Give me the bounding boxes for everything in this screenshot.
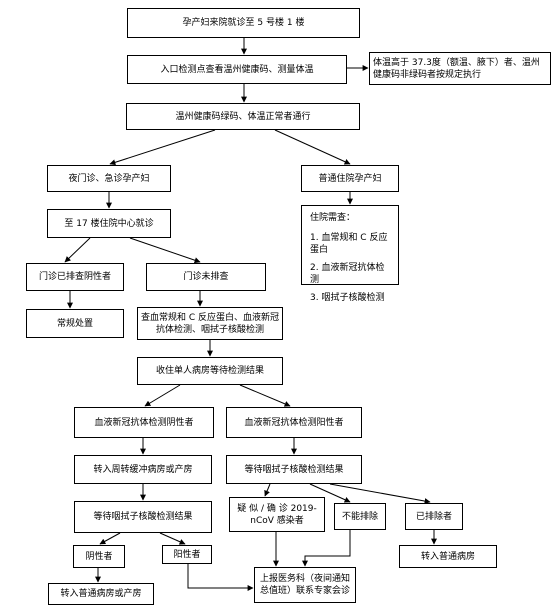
node-night-emergency: 夜门诊、急诊孕产妇 xyxy=(47,165,171,192)
node-antibody-positive: 血液新冠抗体检测阳性者 xyxy=(226,407,362,438)
node-suspected-confirmed: 疑 似 / 确 诊 2019-nCoV 感染者 xyxy=(229,497,325,532)
edge-n7-n9 xyxy=(64,237,91,263)
edge-n18-n20 xyxy=(309,483,351,503)
node-arrival: 孕产妇来院就诊至 5 号楼 1 楼 xyxy=(127,8,360,38)
node-excluded: 已排除者 xyxy=(405,503,463,530)
edge-n18-n19 xyxy=(264,483,271,497)
edge-n13-n15 xyxy=(239,384,291,407)
node-lab-tests: 查血常规和 C 反应蛋白、血液新冠抗体检测、咽拭子核酸检测 xyxy=(137,307,283,340)
node-routine-care: 常规处置 xyxy=(26,309,124,338)
node-wait-swab-result-right: 等待咽拭子核酸检测结果 xyxy=(226,455,362,484)
node-outpatient-not-screened: 门诊未排查 xyxy=(146,263,266,291)
node-antibody-negative: 血液新冠抗体检测阴性者 xyxy=(74,407,214,438)
node-wait-swab-result-left: 等待咽拭子核酸检测结果 xyxy=(74,501,212,533)
node-green-code-normal-temp: 温州健康码绿码、体温正常者通行 xyxy=(126,103,360,130)
edge-n23-n25 xyxy=(187,564,254,591)
node-swab-negative: 阴性者 xyxy=(73,545,125,568)
edge-n4-n5 xyxy=(109,129,216,166)
edge-n7-n10 xyxy=(129,237,201,264)
node-to-general-ward-or-delivery: 转入普通病房或产房 xyxy=(48,583,154,605)
edge-n13-n14 xyxy=(144,384,181,407)
edge-n20-n25 xyxy=(302,530,351,567)
admission-tests-title: 住院需查： xyxy=(310,213,356,223)
node-outpatient-screened-negative: 门诊已排查阴性者 xyxy=(26,263,124,291)
node-cannot-exclude: 不能排除 xyxy=(334,503,386,530)
node-single-room-wait: 收住单人病房等待检测结果 xyxy=(137,357,283,385)
node-floor17-center: 至 17 楼住院中心就诊 xyxy=(47,209,171,238)
edge-n18-n21 xyxy=(329,483,431,504)
node-swab-positive: 阳性者 xyxy=(162,545,212,564)
node-admission-tests: 住院需查： 1. 血常规和 C 反应蛋白 2. 血液新冠抗体检测 3. 咽拭子核… xyxy=(301,205,399,303)
node-report-medical-dept: 上报医务科（夜间通知总值班）联系专家会诊 xyxy=(254,567,356,603)
edge-n17-n22 xyxy=(99,532,121,545)
node-fever-or-nongreen-code: 体温高于 37.3度（额温、腋下）者、温州健康码非绿码者按规定执行 xyxy=(369,52,551,85)
node-to-general-ward: 转入普通病房 xyxy=(399,545,497,568)
edge-n17-n23 xyxy=(159,532,186,545)
node-regular-inpatient: 普通住院孕产妇 xyxy=(301,165,399,192)
admission-test-item: 1. 血常规和 C 反应蛋白 xyxy=(310,233,388,255)
admission-test-item: 2. 血液新冠抗体检测 xyxy=(310,263,385,285)
admission-test-item: 3. 咽拭子核酸检测 xyxy=(310,293,385,303)
node-buffer-ward: 转入周转缓冲病房或产房 xyxy=(74,455,212,484)
edge-n4-n6 xyxy=(274,129,351,165)
node-entrance-check: 入口检测点查看温州健康码、测量体温 xyxy=(127,55,347,84)
